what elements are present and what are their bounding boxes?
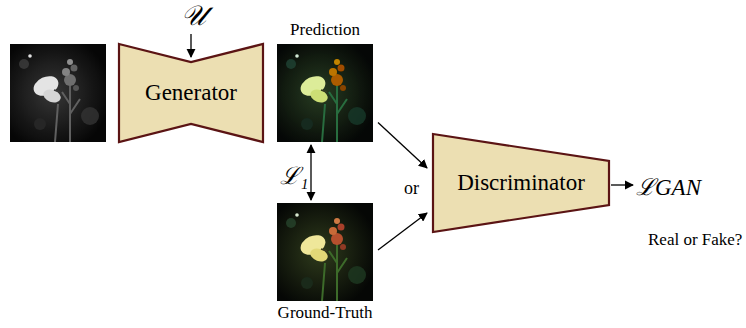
image-heading: Prediction <box>290 20 360 40</box>
box-shape <box>433 134 609 232</box>
question-note: Real or Fake? <box>648 230 742 250</box>
edge-label: ℒ₁ <box>280 158 308 191</box>
box-shape <box>119 44 263 142</box>
loss-label: ℒGAN <box>636 170 701 202</box>
connector-arrow <box>378 213 427 250</box>
noise-symbol: 𝒰 <box>181 0 206 33</box>
ground-truth-photo <box>277 203 373 301</box>
noise-arrow <box>190 34 191 57</box>
prediction-image: Prediction <box>277 44 373 142</box>
ground-truth-image: Ground-Truth <box>277 203 373 301</box>
box-label: Generator <box>118 80 264 106</box>
box-label: Discriminator <box>432 170 610 196</box>
discriminator-box: Discriminator <box>432 133 610 233</box>
generator-box: Generator <box>118 43 264 143</box>
prediction-photo <box>277 44 373 142</box>
connector-arrow <box>378 122 427 168</box>
or-note: or <box>404 178 419 199</box>
connector-arrow <box>310 145 311 200</box>
input-photo <box>10 44 106 142</box>
image-heading: Ground-Truth <box>278 303 373 323</box>
output-arrow <box>611 184 633 185</box>
